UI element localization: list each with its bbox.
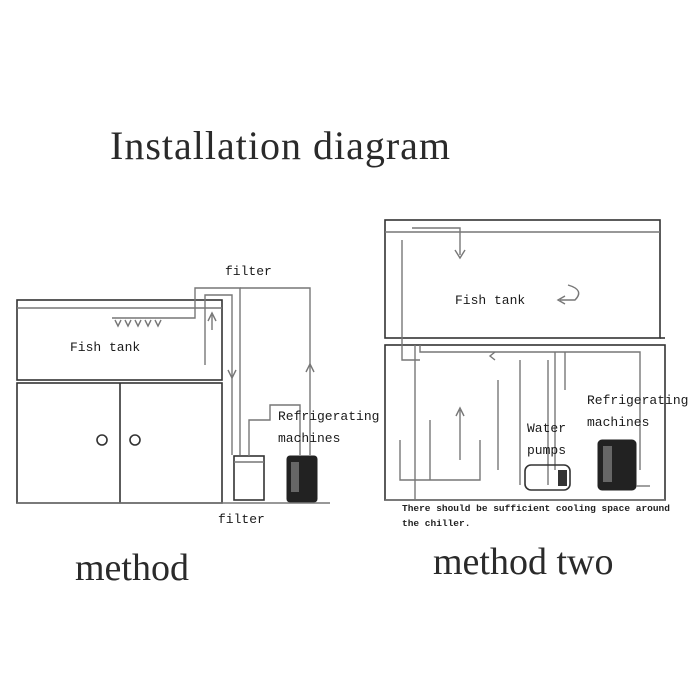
method-one-filter-label: filter xyxy=(218,512,265,527)
method-one-drawing xyxy=(16,287,330,504)
method-two-refrigerating-machines-label: Refrigerating machines xyxy=(587,393,689,430)
method-two-fish-tank-label: Fish tank xyxy=(455,293,526,308)
method-two-water-pump xyxy=(524,464,571,491)
method-two-drawing xyxy=(384,219,666,501)
method-two-water-pumps-label: Water pumps xyxy=(527,421,567,458)
method-two-cooling-note: There should be sufficient cooling space… xyxy=(402,503,670,529)
method-two-fish-tank xyxy=(384,219,661,339)
method-one-refrigerating-machines-label: Refrigerating machines xyxy=(278,409,380,446)
method-one-caption: method xyxy=(75,547,189,589)
cabinet-knob-left xyxy=(96,434,108,446)
method-one-fish-tank-label: Fish tank xyxy=(70,340,141,355)
diagram-title: Installation diagram xyxy=(110,123,452,168)
method-one-fish-tank xyxy=(16,299,223,381)
method-two-caption: method two xyxy=(433,541,614,583)
cabinet-knob-right xyxy=(129,434,141,446)
method-one-filter-label-top: filter xyxy=(225,264,272,279)
